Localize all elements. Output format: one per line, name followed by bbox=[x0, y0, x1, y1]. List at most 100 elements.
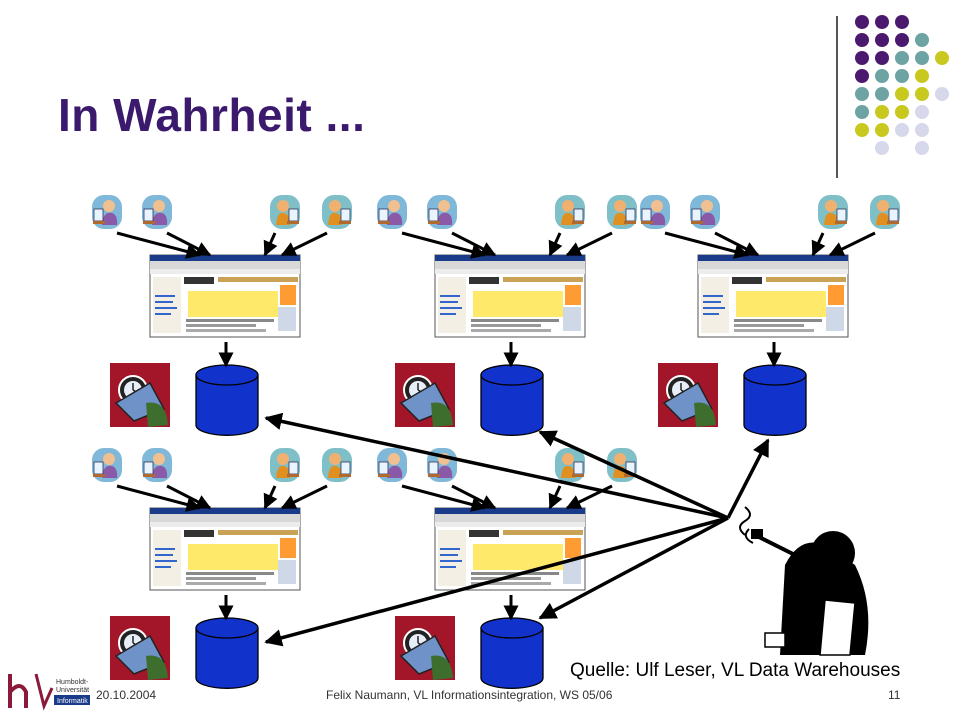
decorative-dot bbox=[875, 33, 889, 47]
request-arrow bbox=[714, 231, 760, 257]
query-arrow bbox=[726, 438, 770, 519]
database-cylinder-icon bbox=[195, 364, 259, 436]
clock-operator-icon bbox=[109, 362, 171, 428]
request-arrow bbox=[401, 231, 487, 259]
query-arrow bbox=[264, 412, 729, 520]
decorative-dot bbox=[855, 69, 869, 83]
user-at-computer-icon bbox=[554, 447, 586, 483]
request-arrow bbox=[280, 484, 328, 510]
page-number: 11 bbox=[888, 688, 901, 702]
clock-operator-icon bbox=[394, 362, 456, 428]
user-at-computer-icon bbox=[689, 194, 721, 230]
footer-author: Felix Naumann, VL Informationsintegratio… bbox=[326, 688, 613, 702]
database-cylinder-icon bbox=[743, 364, 807, 436]
decorative-dot bbox=[895, 15, 909, 29]
decorative-dot bbox=[915, 141, 929, 155]
decorative-dot bbox=[915, 51, 929, 65]
source-system-group bbox=[91, 194, 353, 436]
decorative-dot bbox=[875, 87, 889, 101]
decorative-dot bbox=[875, 123, 889, 137]
user-at-computer-icon bbox=[91, 194, 123, 230]
request-arrow bbox=[565, 231, 613, 257]
decorative-dot bbox=[915, 33, 929, 47]
decorative-dot bbox=[915, 69, 929, 83]
logo-line-3: Informatik bbox=[57, 698, 88, 705]
database-cylinder-icon bbox=[480, 617, 544, 689]
decorative-dot bbox=[855, 105, 869, 119]
logo-line-2: Universität bbox=[56, 687, 89, 694]
user-at-computer-icon bbox=[817, 194, 849, 230]
source-system-group bbox=[91, 447, 353, 689]
decorative-dot bbox=[915, 123, 929, 137]
decorative-dot bbox=[895, 69, 909, 83]
decorative-dot bbox=[895, 51, 909, 65]
source-system-group bbox=[376, 194, 638, 436]
decorative-dot bbox=[935, 87, 949, 101]
browser-window-icon bbox=[697, 254, 849, 338]
user-at-computer-icon bbox=[606, 194, 638, 230]
decorative-dot bbox=[915, 105, 929, 119]
university-logo: Humboldt- Universität Informatik bbox=[8, 673, 90, 711]
database-cylinder-icon bbox=[195, 617, 259, 689]
query-arrow bbox=[538, 516, 729, 620]
user-at-computer-icon bbox=[376, 447, 408, 483]
request-arrow bbox=[664, 231, 750, 259]
user-at-computer-icon bbox=[639, 194, 671, 230]
browser-window-icon bbox=[434, 254, 586, 338]
request-arrow bbox=[263, 485, 278, 510]
user-at-computer-icon bbox=[869, 194, 901, 230]
user-at-computer-icon bbox=[141, 194, 173, 230]
decorative-dot bbox=[855, 15, 869, 29]
request-arrow bbox=[451, 231, 497, 257]
query-arrow bbox=[264, 516, 729, 647]
pipe-smoking-analyst-icon bbox=[739, 506, 869, 656]
user-at-computer-icon bbox=[141, 447, 173, 483]
request-arrow bbox=[548, 485, 563, 510]
clock-operator-icon bbox=[109, 615, 171, 681]
request-arrow bbox=[451, 484, 497, 510]
decorative-divider bbox=[836, 16, 838, 178]
user-at-computer-icon bbox=[554, 194, 586, 230]
user-at-computer-icon bbox=[321, 447, 353, 483]
decorative-dot bbox=[875, 51, 889, 65]
request-arrow bbox=[548, 232, 563, 257]
database-cylinder-icon bbox=[480, 364, 544, 436]
footer-date: 20.10.2004 bbox=[96, 688, 157, 702]
query-arrow bbox=[538, 430, 729, 520]
decorative-dot bbox=[875, 69, 889, 83]
user-at-computer-icon bbox=[426, 194, 458, 230]
decorative-dot bbox=[895, 87, 909, 101]
clock-operator-icon bbox=[394, 615, 456, 681]
user-at-computer-icon bbox=[269, 447, 301, 483]
decorative-dot bbox=[935, 51, 949, 65]
decorative-dot bbox=[875, 105, 889, 119]
request-arrow bbox=[828, 231, 876, 257]
user-at-computer-icon bbox=[269, 194, 301, 230]
request-arrow bbox=[166, 484, 212, 510]
clock-operator-icon bbox=[657, 362, 719, 428]
decorative-dot bbox=[855, 123, 869, 137]
decorative-dot bbox=[855, 33, 869, 47]
user-at-computer-icon bbox=[91, 447, 123, 483]
slide-title: In Wahrheit ... bbox=[58, 89, 366, 141]
decorative-dot bbox=[895, 105, 909, 119]
request-arrow bbox=[263, 232, 278, 257]
source-system-group bbox=[639, 194, 901, 436]
source-system-group bbox=[376, 447, 638, 689]
browser-window-icon bbox=[149, 254, 301, 338]
request-arrow bbox=[401, 484, 487, 512]
user-at-computer-icon bbox=[376, 194, 408, 230]
logo-line-1: Humboldt- bbox=[56, 679, 89, 686]
source-note: Quelle: Ulf Leser, VL Data Warehouses bbox=[570, 660, 901, 681]
decorative-dot-grid bbox=[855, 15, 949, 155]
decorative-dot bbox=[895, 123, 909, 137]
browser-window-icon bbox=[149, 507, 301, 591]
request-arrow bbox=[116, 231, 202, 259]
decorative-dot bbox=[895, 33, 909, 47]
request-arrow bbox=[811, 232, 826, 257]
request-arrow bbox=[166, 231, 212, 257]
decorative-dot bbox=[915, 87, 929, 101]
user-at-computer-icon bbox=[321, 194, 353, 230]
decorative-dot bbox=[875, 141, 889, 155]
decorative-dot bbox=[875, 15, 889, 29]
